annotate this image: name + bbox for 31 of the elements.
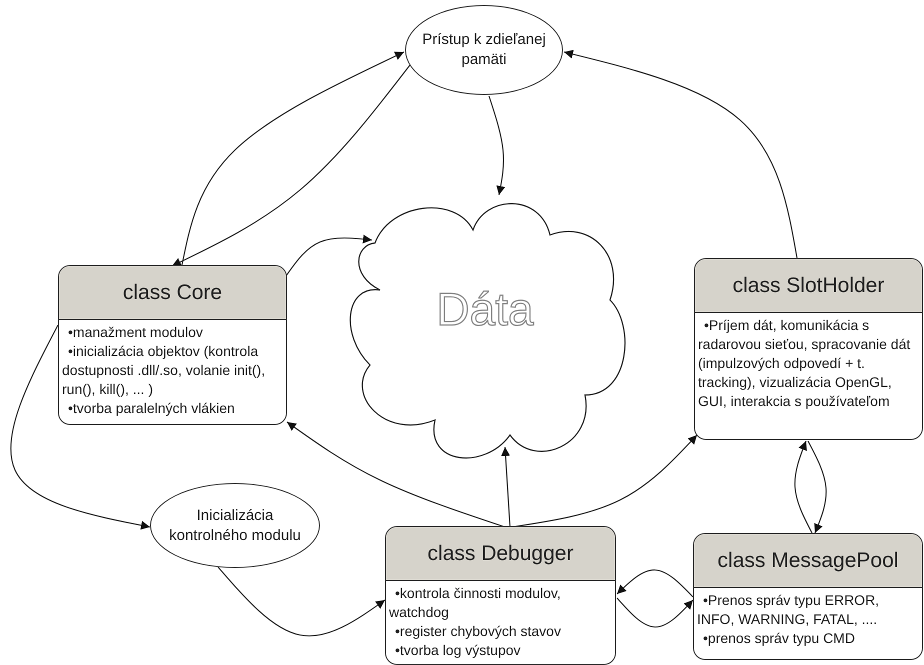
arrow xyxy=(286,234,372,276)
class-header: class SlotHolder xyxy=(695,259,922,313)
ellipse-label: Inicializácia kontrolného modulu xyxy=(168,506,302,546)
class-header: class Core xyxy=(59,266,286,320)
arrow xyxy=(794,440,812,534)
class-box xyxy=(694,258,923,440)
arrow xyxy=(10,324,150,530)
arrow xyxy=(564,50,798,258)
bullet-item: •register chybových stavov xyxy=(394,622,562,641)
bullet-item: •tvorba paralelných vlákien xyxy=(67,399,236,418)
cloud-label: Dáta xyxy=(436,282,534,336)
class-box xyxy=(385,526,616,665)
bullet-item: •Príjem dát, komunikácia s radarovou sieťou, spracovanie dát (impulzových odpovedí + t. tracking), vizualizácia OpenGL, GUI, interakcia s používateľom xyxy=(697,316,912,411)
bullet-item: •kontrola činnosti modulov, watchdog xyxy=(388,584,562,622)
arrow xyxy=(501,446,511,528)
class-box xyxy=(693,533,923,660)
bullet-item: •prenos správ typu CMD xyxy=(702,629,856,648)
class-box xyxy=(58,265,287,425)
arrow xyxy=(286,422,506,528)
arrow xyxy=(616,569,694,598)
bullet-item: •tvorba log výstupov xyxy=(394,641,522,660)
bullet-item: •manažment modulov xyxy=(67,323,204,342)
class-header: class Debugger xyxy=(386,527,615,581)
arrow xyxy=(218,566,386,636)
arrow xyxy=(616,598,694,628)
arrow xyxy=(488,96,506,196)
bullet-item: •Prenos správ typu ERROR, INFO, WARNING, FATAL, .... xyxy=(696,591,880,629)
arrow xyxy=(808,440,827,534)
bullet-item: •inicializácia objektov (kontrola dostupnosti .dll/.so, volanie init(), run(), kill(), ... ) xyxy=(61,342,266,399)
class-header: class MessagePool xyxy=(694,534,922,588)
ellipse-label: Prístup k zdieľanej pamäti xyxy=(421,30,547,70)
